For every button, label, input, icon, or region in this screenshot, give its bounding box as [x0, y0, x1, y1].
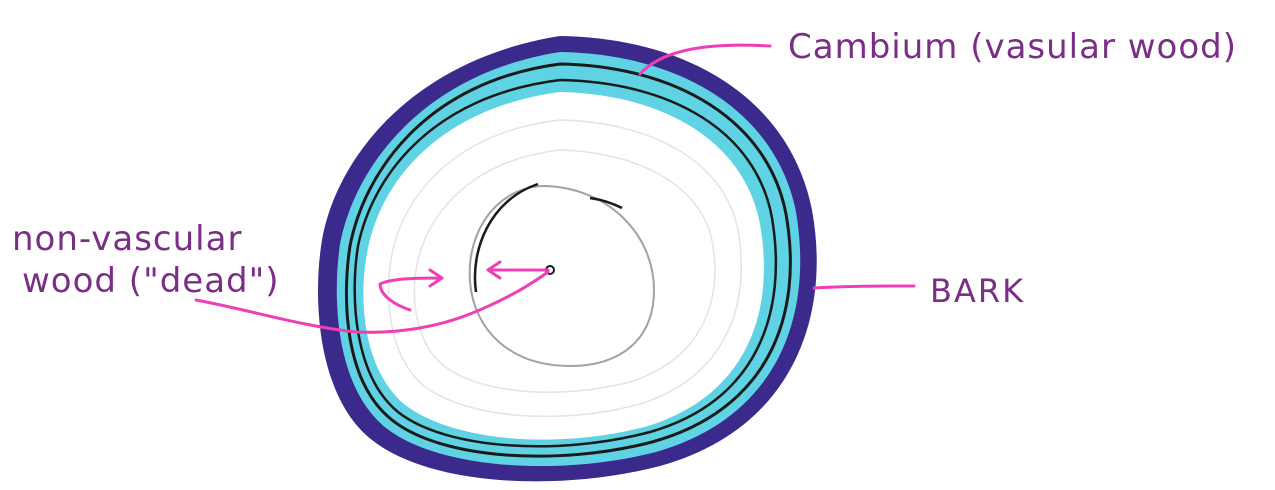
non-vascular-label-line2: wood ("dead") [22, 261, 280, 301]
cambium-label: Cambium (vasular wood) [788, 27, 1237, 67]
bark-label: BARK [930, 272, 1025, 310]
bark-pointer-line [814, 286, 914, 288]
non-vascular-label-line1: non-vascular [12, 219, 242, 259]
